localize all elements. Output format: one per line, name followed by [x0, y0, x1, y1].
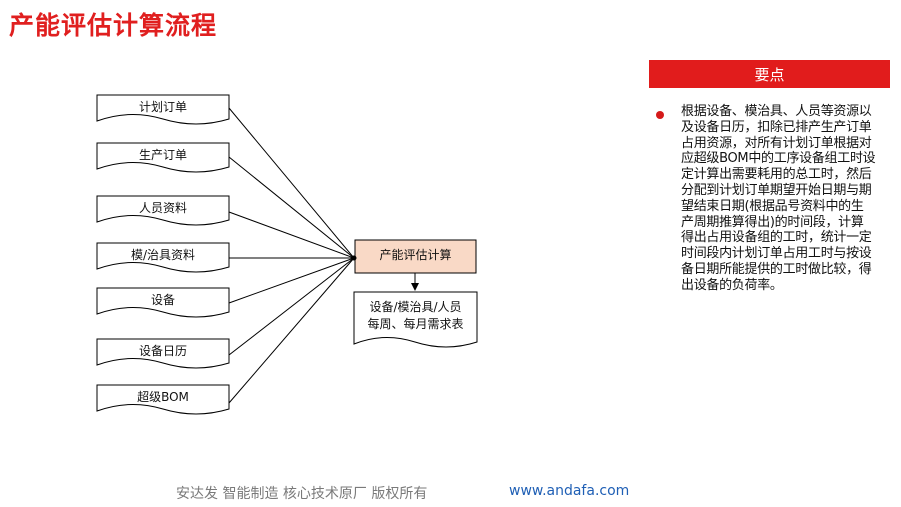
connector-lines [228, 107, 355, 404]
input-label-plan-order: 计划订单 [138, 100, 187, 114]
input-document-shape [96, 195, 230, 226]
input-document-shape [96, 384, 230, 415]
key-points-header: 要点 [649, 60, 890, 88]
connector-line [228, 211, 355, 259]
process-label: 产能评估计算 [379, 248, 452, 262]
footer-company: 安达发 智能制造 核心技术原厂 版权所有 [176, 486, 428, 502]
connector-junction [351, 255, 357, 261]
footer-url-link[interactable]: www.andafa.com [509, 483, 630, 499]
input-document-shape [96, 287, 230, 318]
output-label: 设备/模治具/人员 每周、每月需求表 [354, 299, 477, 333]
connector-line [228, 257, 355, 404]
input-document-shape [96, 94, 230, 125]
input-label-mold-fixture: 模/治具资料 [130, 248, 196, 262]
connector-line [228, 257, 355, 356]
connector-line [228, 107, 355, 259]
connector-line [228, 257, 355, 304]
input-label-personnel: 人员资料 [138, 201, 187, 215]
input-label-equipment-calendar: 设备日历 [138, 344, 187, 358]
connector-line [228, 156, 355, 259]
input-label-production-order: 生产订单 [138, 148, 187, 162]
input-label-super-bom: 超级BOM [137, 390, 189, 404]
output-label-line1: 设备/模治具/人员 [369, 300, 462, 314]
output-label-line2: 每周、每月需求表 [367, 317, 464, 331]
bullet-icon [656, 111, 664, 119]
key-points-text: 根据设备、模治具、人员等资源以及设备日历，扣除已排产生产订单占用资源，对所有计划… [681, 104, 876, 293]
input-document-shape [96, 142, 230, 173]
input-label-equipment: 设备 [150, 293, 175, 307]
output-document-shape [353, 291, 478, 348]
input-document-shape [96, 338, 230, 369]
input-document-shape [96, 242, 230, 273]
page-title: 产能评估计算流程 [9, 11, 218, 40]
